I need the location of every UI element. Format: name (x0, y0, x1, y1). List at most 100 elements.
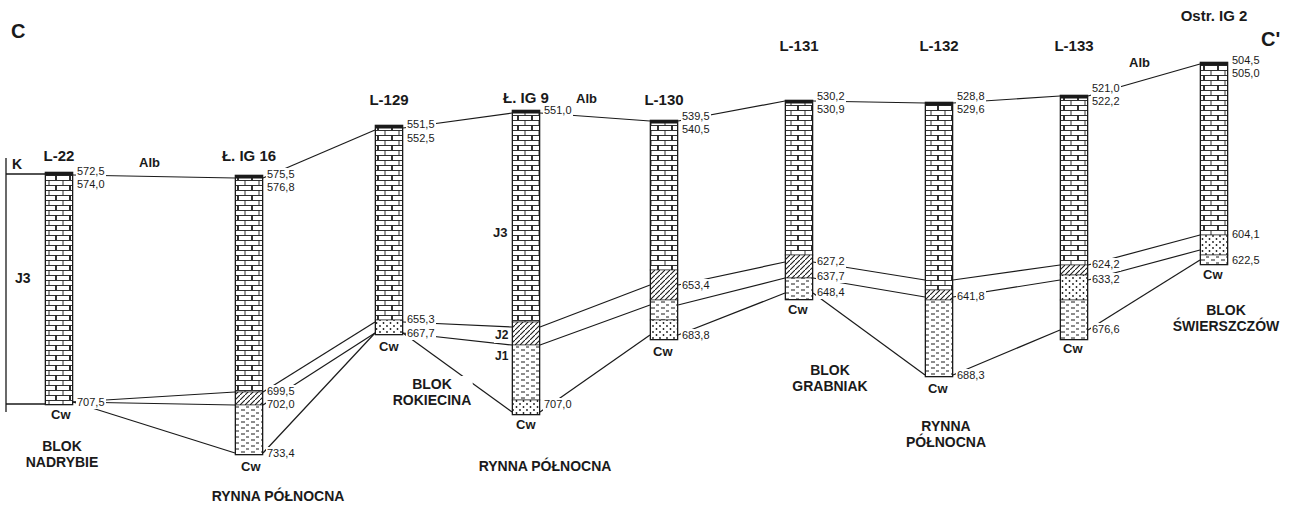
section-label: RYNNA PÓŁNOCNA (211, 488, 346, 504)
depth-value: 648,4 (816, 286, 846, 299)
lithology-segment (235, 405, 263, 455)
lithology-column (925, 102, 953, 377)
section-label: J3 (14, 270, 32, 286)
well-name: L-133 (1054, 37, 1093, 54)
well-name: L-130 (644, 91, 683, 108)
lithology-column (785, 100, 813, 300)
section-label: Cw (927, 382, 949, 397)
frame-tick (6, 403, 45, 404)
depth-value: 702,0 (266, 398, 296, 411)
lithology-segment (1200, 255, 1228, 265)
depth-value: 622,5 (1231, 254, 1261, 267)
depth-value: 699,5 (266, 385, 296, 398)
depth-value: 733,4 (266, 447, 296, 460)
well-name: L-22 (44, 147, 75, 164)
well-column: L-130 (650, 120, 678, 340)
lithology-segment (650, 270, 678, 300)
lithology-segment (925, 290, 953, 300)
lithology-column (235, 175, 263, 455)
depth-value: 529,6 (956, 103, 986, 116)
lithology-column (375, 125, 403, 335)
well-column: Ł. IG 16 (235, 175, 263, 455)
lithology-segment (512, 322, 540, 345)
lithology-segment (1060, 275, 1088, 300)
depth-value: 521,0 (1091, 82, 1121, 95)
depth-value: 504,5 (1231, 54, 1261, 67)
well-name: L-131 (779, 37, 818, 54)
well-column: L-129 (375, 125, 403, 335)
section-label: K (11, 156, 23, 172)
section-frame (6, 158, 45, 412)
depth-value: 641,8 (956, 290, 986, 303)
lithology-column (650, 120, 678, 340)
lithology-segment (235, 392, 263, 405)
lithology-segment (512, 345, 540, 400)
section-label: Alb (1128, 56, 1151, 71)
section-label: J2 (494, 329, 509, 343)
correlation-line (540, 335, 650, 412)
well-name: Ł. IG 16 (222, 147, 276, 164)
section-label: RYNNA PÓŁNOCNA (478, 458, 613, 474)
frame-tick (6, 173, 45, 174)
depth-value: 683,8 (681, 329, 711, 342)
section-label: BLOK ROKIECINA (392, 376, 473, 408)
depth-value: 530,9 (816, 103, 846, 116)
correlation-line (540, 285, 650, 327)
correlation-line (678, 278, 785, 305)
lithology-segment (785, 100, 813, 255)
lithology-segment (1060, 95, 1088, 265)
lithology-segment (45, 172, 73, 405)
section-label: Cw (1062, 342, 1084, 357)
depth-value: 552,5 (406, 132, 436, 145)
section-label: C' (1260, 28, 1281, 51)
well-column: L-132 (925, 102, 953, 377)
section-label: Cw (1202, 268, 1224, 283)
lithology-segment (512, 400, 540, 415)
section-label: BLOK ŚWIERSZCZÓW (1172, 302, 1281, 334)
depth-value: 575,5 (266, 168, 296, 181)
lithology-segment (650, 300, 678, 320)
depth-value: 574,0 (76, 178, 106, 191)
lithology-segment (375, 320, 403, 335)
lithology-segment (650, 320, 678, 340)
depth-value: 572,5 (76, 165, 106, 178)
lithology-segment (785, 255, 813, 278)
well-column: Ł. IG 9 (512, 110, 540, 415)
section-label: Cw (378, 340, 400, 355)
lithology-columns (45, 62, 1228, 455)
depth-value: 551,5 (406, 118, 436, 131)
depth-value: 551,0 (543, 104, 573, 117)
depth-value: 627,2 (816, 255, 846, 268)
well-column: Ostr. IG 2 (1200, 62, 1228, 265)
lithology-segment (512, 110, 540, 322)
depth-value: 522,2 (1091, 95, 1121, 108)
lithology-segment (1060, 265, 1088, 275)
section-label: Cw (787, 303, 809, 318)
depth-value: 653,4 (681, 279, 711, 292)
depth-value: 637,7 (816, 270, 846, 283)
lithology-segment (375, 125, 403, 320)
lithology-segment (925, 300, 953, 377)
section-label: J1 (494, 350, 509, 364)
depth-value: 624,2 (1091, 258, 1121, 271)
lithology-segment (235, 175, 263, 392)
section-label: Cw (652, 345, 674, 360)
correlation-line (263, 333, 375, 453)
correlation-line (263, 333, 375, 405)
well-column: L-133 (1060, 95, 1088, 340)
depth-value: 576,8 (266, 181, 296, 194)
section-label: J3 (492, 226, 508, 241)
well-column: L-131 (785, 100, 813, 300)
lithology-column (1200, 62, 1228, 265)
lithology-segment (925, 102, 953, 290)
depth-value: 530,2 (816, 90, 846, 103)
well-name: Ostr. IG 2 (1181, 7, 1248, 24)
depth-value: 528,8 (956, 90, 986, 103)
well-column: L-22 (45, 172, 73, 405)
section-label: Cw (50, 408, 72, 423)
section-label: Cw (515, 418, 537, 433)
